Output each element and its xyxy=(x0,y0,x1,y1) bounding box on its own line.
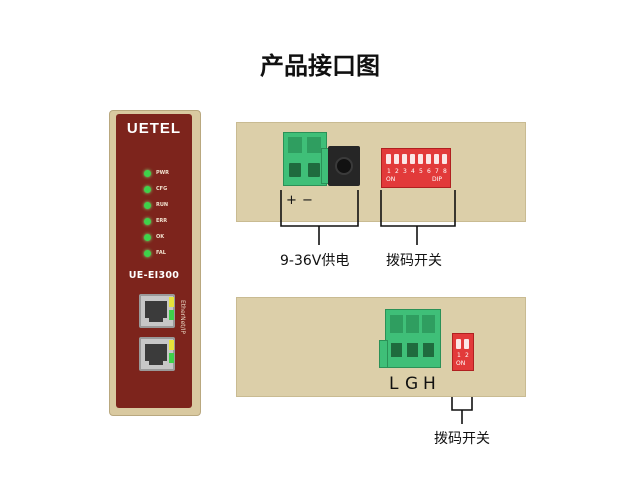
terminal-label-l: L xyxy=(389,374,399,394)
screw-hole-icon xyxy=(391,343,402,357)
dc-jack-hole-icon xyxy=(335,157,353,175)
dip-toggle-8[interactable] xyxy=(442,154,447,164)
ethernet-port-2 xyxy=(139,337,175,371)
led-label-err: ERR xyxy=(156,218,168,224)
led-indicator-pwr xyxy=(144,170,151,177)
dip-toggle-3[interactable] xyxy=(402,154,407,164)
led-label-pwr: PWR xyxy=(156,170,170,176)
screw-hole-icon xyxy=(423,343,434,357)
dip-toggle-1[interactable] xyxy=(386,154,391,164)
lgh-terminal-block xyxy=(385,309,441,368)
power-positive-label: + xyxy=(286,193,297,208)
screw-hole-icon xyxy=(407,343,418,357)
screw-hole-icon xyxy=(289,163,301,177)
dip2-toggle-2[interactable] xyxy=(464,339,469,349)
led-indicator-ok xyxy=(144,234,151,241)
power-callout-label: 9-36V供电 xyxy=(280,253,350,269)
led-indicator-run xyxy=(144,202,151,209)
port2-act-led xyxy=(169,353,174,363)
brand-logo: UETEL xyxy=(126,120,182,137)
dip-toggle-5[interactable] xyxy=(418,154,423,164)
dip-dip-label: DIP xyxy=(432,176,443,183)
led-label-ok: OK xyxy=(156,234,165,240)
dip-toggle-4[interactable] xyxy=(410,154,415,164)
terminal-label-g: G xyxy=(405,374,419,394)
led-indicator-cfg xyxy=(144,186,151,193)
dip2-callout-label: 拨码开关 xyxy=(434,431,490,447)
port2-link-led xyxy=(169,340,174,350)
led-indicator-err xyxy=(144,218,151,225)
led-indicator-fal xyxy=(144,250,151,257)
rj45-socket-icon xyxy=(145,301,167,318)
port1-act-led xyxy=(169,310,174,320)
dip8-callout-label: 拨码开关 xyxy=(386,253,442,269)
dip-toggle-6[interactable] xyxy=(426,154,431,164)
dip-switch-8[interactable]: 1 2 3 4 5 6 7 8 ON DIP xyxy=(381,148,451,188)
port1-link-led xyxy=(169,297,174,307)
dip2-on-label: ON xyxy=(456,360,466,367)
dip-switch-2[interactable]: 1 2 ON xyxy=(452,333,474,371)
dip-toggle-7[interactable] xyxy=(434,154,439,164)
power-terminal-block xyxy=(283,132,327,186)
led-label-run: RUN xyxy=(156,202,169,208)
screw-hole-icon xyxy=(308,163,320,177)
dip2-toggle-1[interactable] xyxy=(456,339,461,349)
page-title: 产品接口图 xyxy=(260,52,380,80)
led-label-cfg: CFG xyxy=(156,186,168,192)
power-negative-label: − xyxy=(302,193,313,208)
dc-power-jack xyxy=(328,146,360,186)
led-label-fal: FAL xyxy=(156,250,166,256)
device-model-label: UE-EI300 xyxy=(128,270,180,281)
dip-on-label: ON xyxy=(386,176,396,183)
terminal-label-h: H xyxy=(423,374,436,394)
rj45-socket-icon xyxy=(145,344,167,361)
dip-toggle-2[interactable] xyxy=(394,154,399,164)
